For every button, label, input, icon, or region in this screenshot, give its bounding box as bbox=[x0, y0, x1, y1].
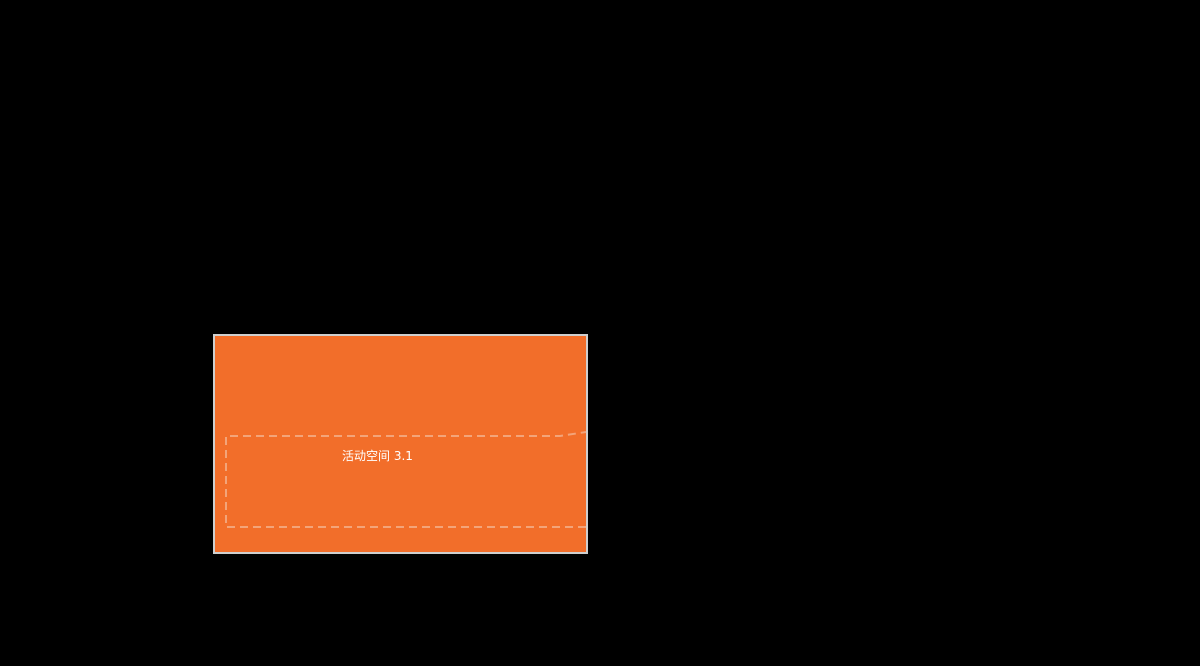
zone-activity-space-3-1[interactable]: 活动空间 3.1 bbox=[213, 334, 588, 554]
zone-label: 活动空间 3.1 bbox=[342, 449, 413, 463]
dashed-subzone-outline bbox=[225, 431, 587, 528]
